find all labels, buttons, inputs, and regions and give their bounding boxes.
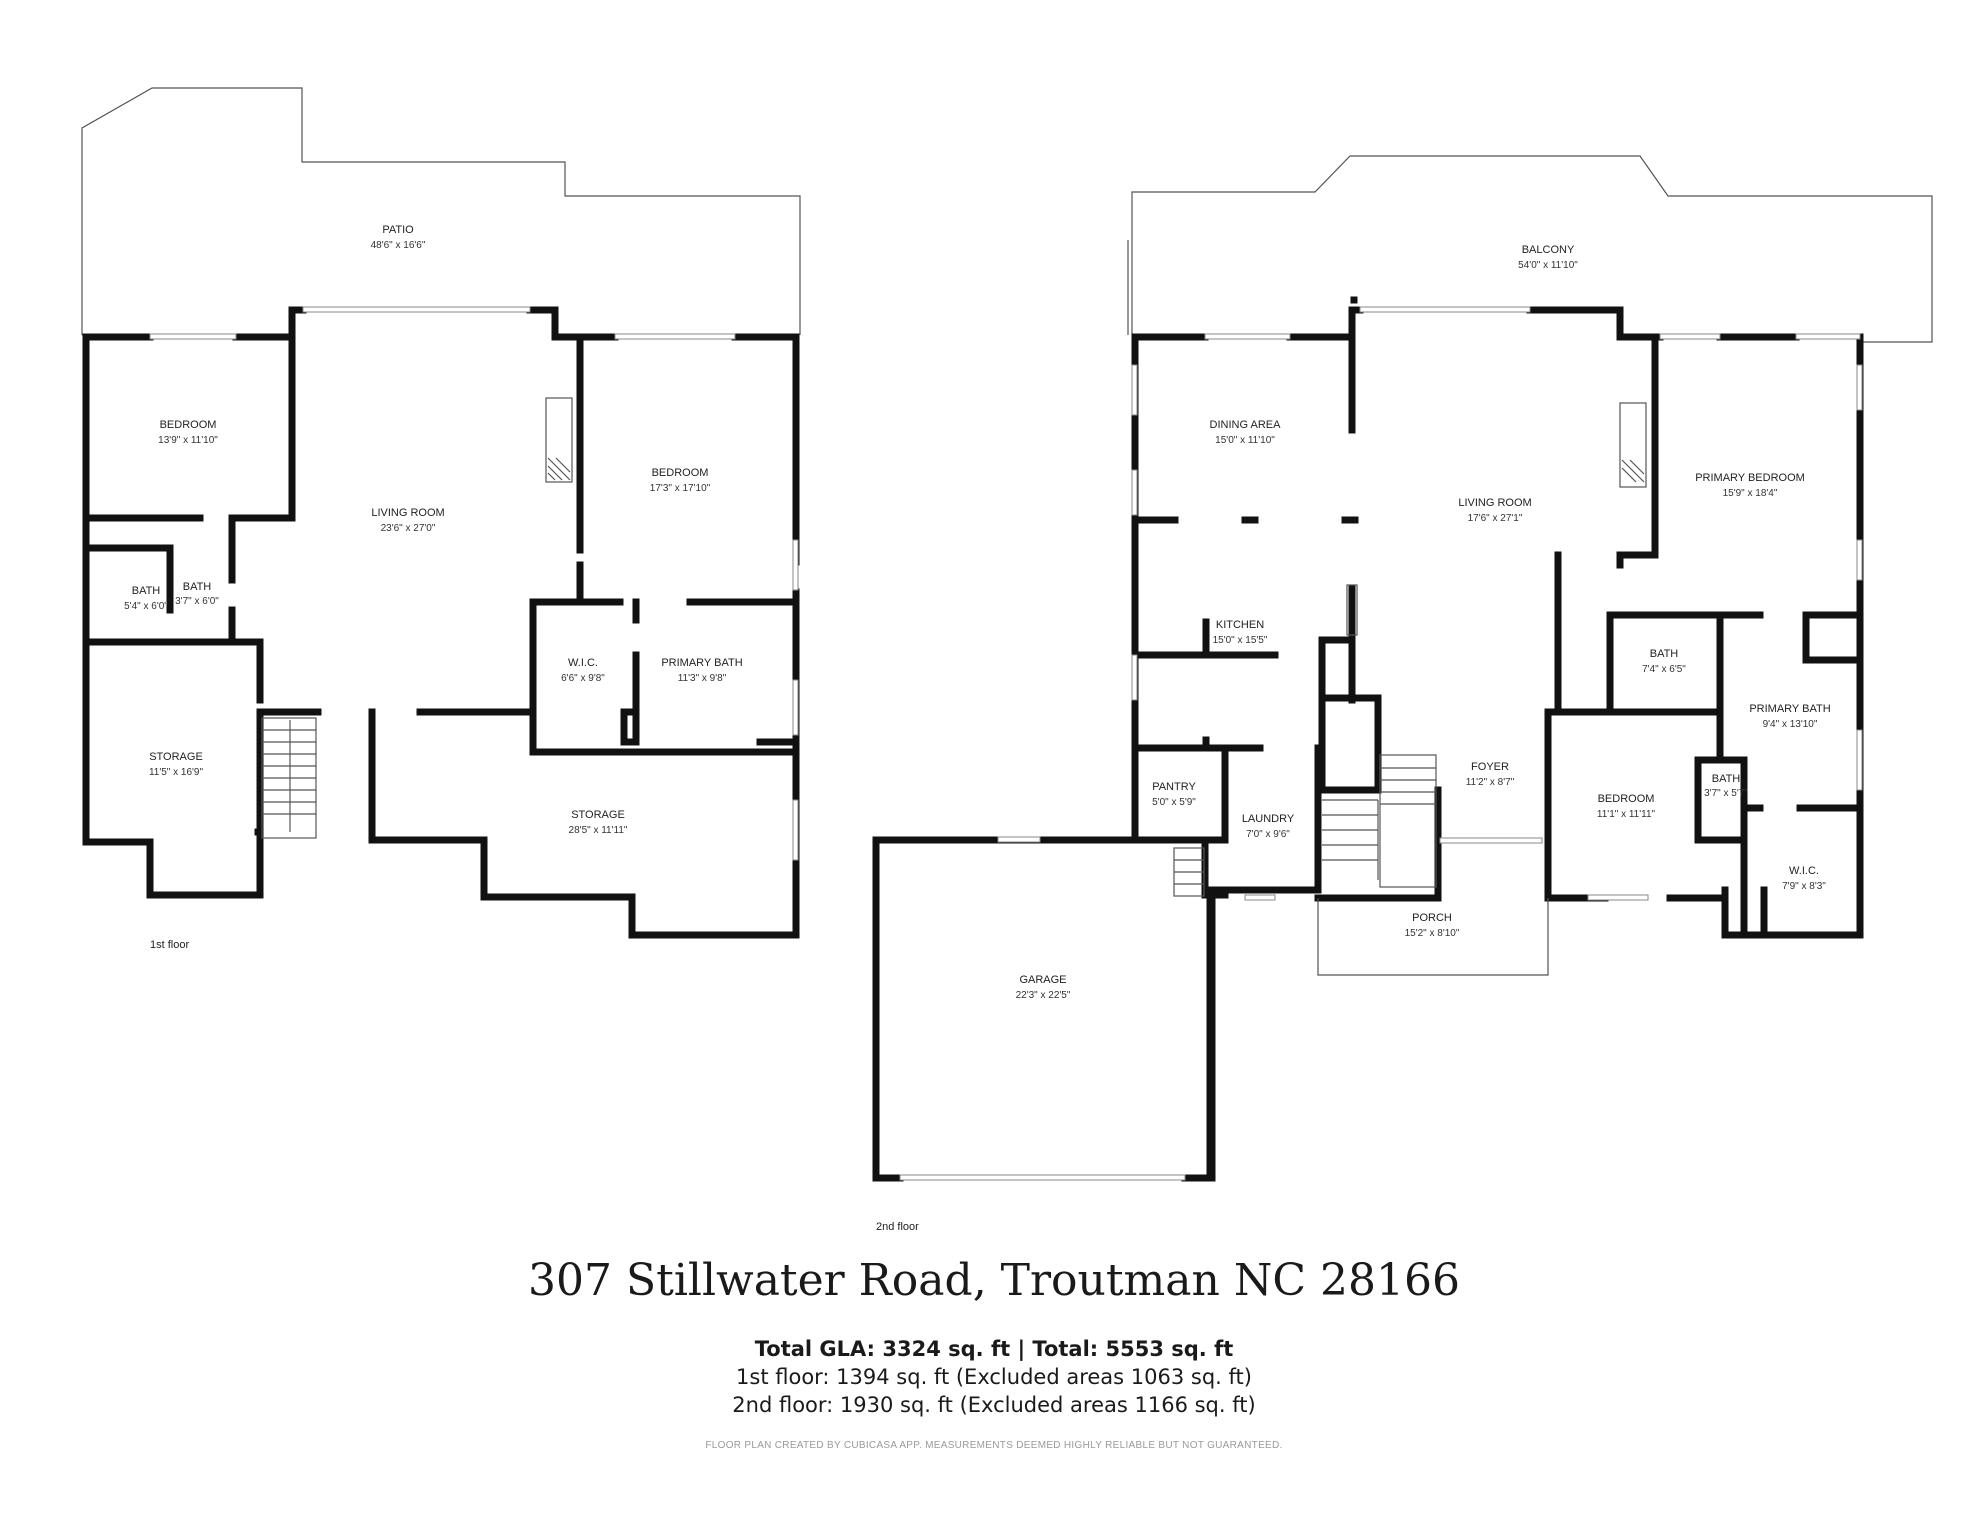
f2-bath-1-name: BATH [1650, 648, 1679, 660]
f2-bedroom-dims: 11'1" x 11'11" [1597, 809, 1656, 820]
f1-primary-bath-dims: 11'3" x 9'8" [678, 673, 727, 684]
f2-pantry-dims: 5'0" x 5'9" [1152, 797, 1196, 808]
f2-kitchen-island [1346, 584, 1358, 636]
f1-patio-outline [81, 87, 801, 335]
f2-primary-bath-name: PRIMARY BATH [1749, 703, 1830, 715]
f2-balcony-outline [1131, 155, 1933, 343]
f2-garage-name: GARAGE [1019, 974, 1066, 986]
f2-kitchen-dims: 15'0" x 15'5" [1213, 635, 1268, 646]
f2-laundry-name: LAUNDRY [1242, 813, 1295, 825]
f1-storage-1-name: STORAGE [149, 751, 203, 763]
f1-bedroom-2-name: BEDROOM [652, 467, 709, 479]
f2-balcony-name: BALCONY [1522, 244, 1575, 256]
first-floor-area: 1st floor: 1394 sq. ft (Excluded areas 1… [736, 1365, 1252, 1389]
f2-garage-dims: 22'3" x 22'5" [1016, 990, 1071, 1001]
f1-bedroom-1-dims: 13'9" x 11'10" [158, 435, 218, 446]
property-address: 307 Stillwater Road, Troutman NC 28166 [528, 1255, 1460, 1306]
f1-wic-dims: 6'6" x 9'8" [561, 673, 605, 684]
f2-fireplace [1619, 402, 1647, 488]
f2-kitchen-name: KITCHEN [1216, 619, 1264, 631]
f2-dining-dims: 15'0" x 11'10" [1215, 435, 1275, 446]
total-gla: Total GLA: 3324 sq. ft | Total: 5553 sq.… [754, 1337, 1234, 1361]
f2-primary-bedroom-name: PRIMARY BEDROOM [1695, 472, 1805, 484]
f1-living-room-dims: 23'6" x 27'0" [381, 523, 436, 534]
f2-porch-outline [1317, 898, 1549, 976]
f1-wic-name: W.I.C. [568, 657, 598, 669]
f1-storage-2-dims: 28'5" x 11'11" [569, 825, 628, 836]
second-floor-label: 2nd floor [876, 1221, 919, 1233]
f1-fireplace [545, 397, 573, 483]
f2-stairs [1322, 754, 1437, 888]
f2-foyer-name: FOYER [1471, 761, 1509, 773]
f2-foyer-dims: 11'2" x 8'7" [1466, 777, 1515, 788]
first-floor-label: 1st floor [150, 939, 189, 951]
f2-primary-bedroom-dims: 15'9" x 18'4" [1723, 488, 1778, 499]
f2-bath-2-name: BATH [1712, 773, 1741, 785]
f1-bedroom-2-dims: 17'3" x 17'10" [650, 483, 711, 494]
f2-pantry-name: PANTRY [1152, 781, 1196, 793]
f1-living-room-name: LIVING ROOM [371, 507, 444, 519]
f2-bedroom-name: BEDROOM [1598, 793, 1655, 805]
f1-primary-bath-name: PRIMARY BATH [661, 657, 742, 669]
disclaimer: FLOOR PLAN CREATED BY CUBICASA APP. MEAS… [705, 1440, 1283, 1451]
area-totals: Total GLA: 3324 sq. ft | Total: 5553 sq.… [0, 1335, 1988, 1419]
f1-bath-1-name: BATH [132, 585, 161, 597]
f2-bath-2-dims: 3'7" x 5'7" [1704, 788, 1748, 799]
second-floor-plan [872, 155, 1933, 1182]
f1-bath-1-dims: 5'4" x 6'0" [124, 601, 168, 612]
f2-bath-1-dims: 7'4" x 6'5" [1642, 664, 1686, 675]
f2-living-room-dims: 17'6" x 27'1" [1468, 513, 1523, 524]
f1-bath-2-dims: 3'7" x 6'0" [175, 596, 219, 607]
f2-porch-name: PORCH [1412, 912, 1452, 924]
f2-laundry-dims: 7'0" x 9'6" [1246, 829, 1290, 840]
f2-dining-name: DINING AREA [1210, 419, 1282, 431]
f2-primary-bath-dims: 9'4" x 13'10" [1763, 719, 1818, 730]
f1-storage-2-name: STORAGE [571, 809, 625, 821]
f2-wic-name: W.I.C. [1789, 865, 1819, 877]
f2-wic-dims: 7'9" x 8'3" [1782, 881, 1826, 892]
f1-bedroom-1-name: BEDROOM [160, 419, 217, 431]
f1-patio-dims: 48'6" x 16'6" [371, 240, 426, 251]
second-floor-area: 2nd floor: 1930 sq. ft (Excluded areas 1… [732, 1393, 1256, 1417]
first-floor-plan [81, 87, 801, 939]
f2-porch-dims: 15'2" x 8'10" [1405, 928, 1460, 939]
f2-living-room-name: LIVING ROOM [1458, 497, 1531, 509]
f1-bath-2-name: BATH [183, 581, 212, 593]
f1-patio-name: PATIO [382, 224, 414, 236]
f1-storage-1-dims: 11'5" x 16'9" [149, 767, 204, 778]
f2-balcony-dims: 54'0" x 11'10" [1518, 260, 1578, 271]
f1-stairs [261, 717, 317, 839]
